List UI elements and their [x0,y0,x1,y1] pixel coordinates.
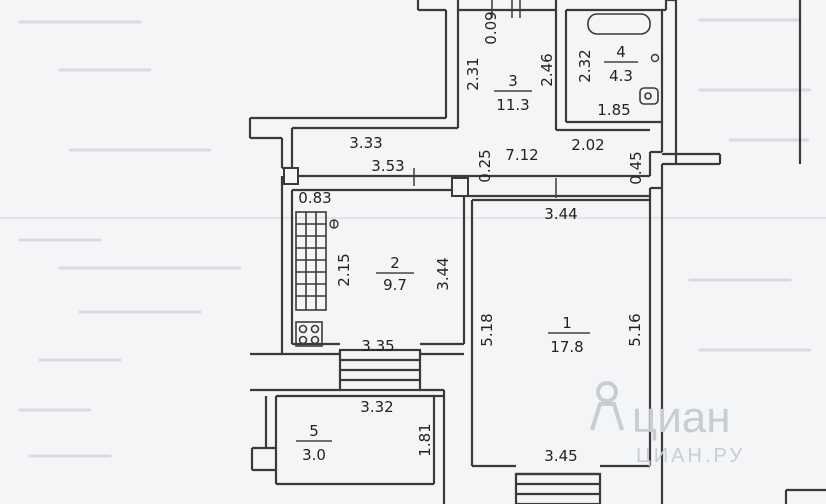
watermark-brand: циан [632,393,731,442]
dimension-label: 3.44 [434,257,452,290]
room-label-5: 5 3.0 [296,422,332,464]
room-area: 3.0 [302,446,326,464]
room-number: 4 [616,43,626,61]
watermark: циан ЦИАН.РУ [590,381,745,467]
background-print [18,18,812,458]
dimension-label: 7.12 [505,146,538,164]
watermark-sub: ЦИАН.РУ [636,445,745,467]
column-left [283,167,299,185]
room-labels: 1 17.8 2 9.7 3 11.3 4 4.3 5 3.0 [296,43,638,464]
dimension-label: 3.33 [349,134,382,152]
room-number: 3 [508,72,518,90]
dimension-ticks [413,0,557,198]
dimension-label: 5.18 [478,313,496,346]
column [451,177,469,197]
dimension-label: 3.35 [361,337,394,355]
stove-fixture [295,321,323,347]
dimension-label: 3.45 [544,447,577,465]
dimension-label: 2.02 [571,136,604,154]
dimension-label: 1.85 [597,101,630,119]
dimension-label: 0.09 [482,11,500,44]
dimension-label: 0.83 [298,189,331,207]
dimension-label: 0.45 [627,151,645,184]
dimension-label: 0.25 [476,149,494,182]
dimension-labels: 0.09 2.31 2.46 2.32 1.85 3.33 3.53 0.25 … [298,11,645,465]
dimension-label: 3.32 [360,398,393,416]
room-area: 11.3 [496,96,529,114]
room-area: 4.3 [609,67,633,85]
bathtub-fixture [587,13,651,35]
kitchen-counter [295,211,327,311]
toilet-fixture [639,87,659,105]
room-number: 5 [309,422,319,440]
room-area: 9.7 [383,276,407,294]
room-label-3: 3 11.3 [494,72,532,114]
room-label-2: 2 9.7 [376,254,414,294]
dimension-label: 2.15 [335,253,353,286]
dimension-label: 3.53 [371,157,404,175]
dimension-label: 2.46 [538,53,556,86]
washbasin-fixture [650,53,660,63]
walls [248,0,826,504]
dimension-label: 3.44 [544,205,577,223]
dimension-label: 2.32 [576,49,594,82]
room-label-4: 4 4.3 [604,43,638,85]
room-area: 17.8 [550,338,583,356]
sink-fixture [329,219,339,229]
room-number: 2 [390,254,400,272]
watermark-logo-icon [590,381,624,431]
room-label-1: 1 17.8 [548,314,590,356]
dimension-label: 1.81 [416,423,434,456]
dimension-label: 5.16 [626,313,644,346]
dimension-label: 2.31 [464,57,482,90]
room-number: 1 [562,314,572,332]
